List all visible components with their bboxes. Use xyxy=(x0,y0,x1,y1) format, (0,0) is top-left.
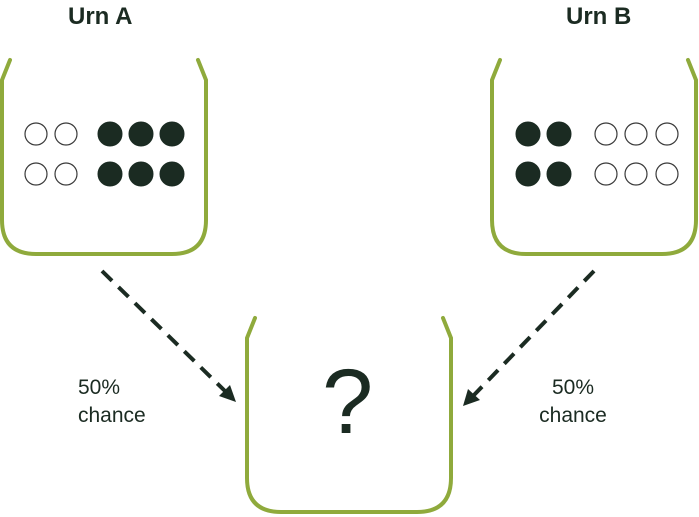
black-ball xyxy=(159,161,185,187)
urn-a-outline xyxy=(0,58,208,256)
white-ball xyxy=(624,122,648,146)
white-ball xyxy=(54,122,78,146)
white-ball xyxy=(624,162,648,186)
white-ball xyxy=(655,122,679,146)
black-ball xyxy=(128,161,154,187)
black-ball xyxy=(546,121,572,147)
chance-right-percent: 50% xyxy=(551,376,595,399)
black-ball xyxy=(515,161,541,187)
black-ball xyxy=(515,121,541,147)
urn-b-outline xyxy=(490,58,698,256)
mystery-question-mark: ? xyxy=(322,351,374,453)
white-ball xyxy=(24,162,48,186)
urn-b-title: Urn B xyxy=(566,3,632,30)
chance-left-label: 50% chance xyxy=(78,374,146,430)
chance-left-word: chance xyxy=(78,404,146,427)
urn-b-balls xyxy=(515,121,679,187)
black-ball xyxy=(97,161,123,187)
chance-right-label: 50% chance xyxy=(534,374,612,430)
white-ball xyxy=(594,162,618,186)
black-ball xyxy=(159,121,185,147)
arrow-left-head xyxy=(219,385,236,402)
chance-left-percent: 50% xyxy=(78,376,121,399)
white-ball xyxy=(54,162,78,186)
mystery-urn-outline xyxy=(245,316,453,514)
white-ball xyxy=(594,122,618,146)
white-ball xyxy=(655,162,679,186)
chance-right-word: chance xyxy=(539,404,607,427)
arrow-right-head xyxy=(463,389,480,406)
black-ball xyxy=(97,121,123,147)
white-ball xyxy=(24,122,48,146)
black-ball xyxy=(546,161,572,187)
arrow-right-dashed xyxy=(472,269,596,397)
urn-a-title: Urn A xyxy=(68,3,133,30)
urn-a-balls xyxy=(24,121,185,187)
arrow-left-dashed xyxy=(100,269,228,394)
black-ball xyxy=(128,121,154,147)
